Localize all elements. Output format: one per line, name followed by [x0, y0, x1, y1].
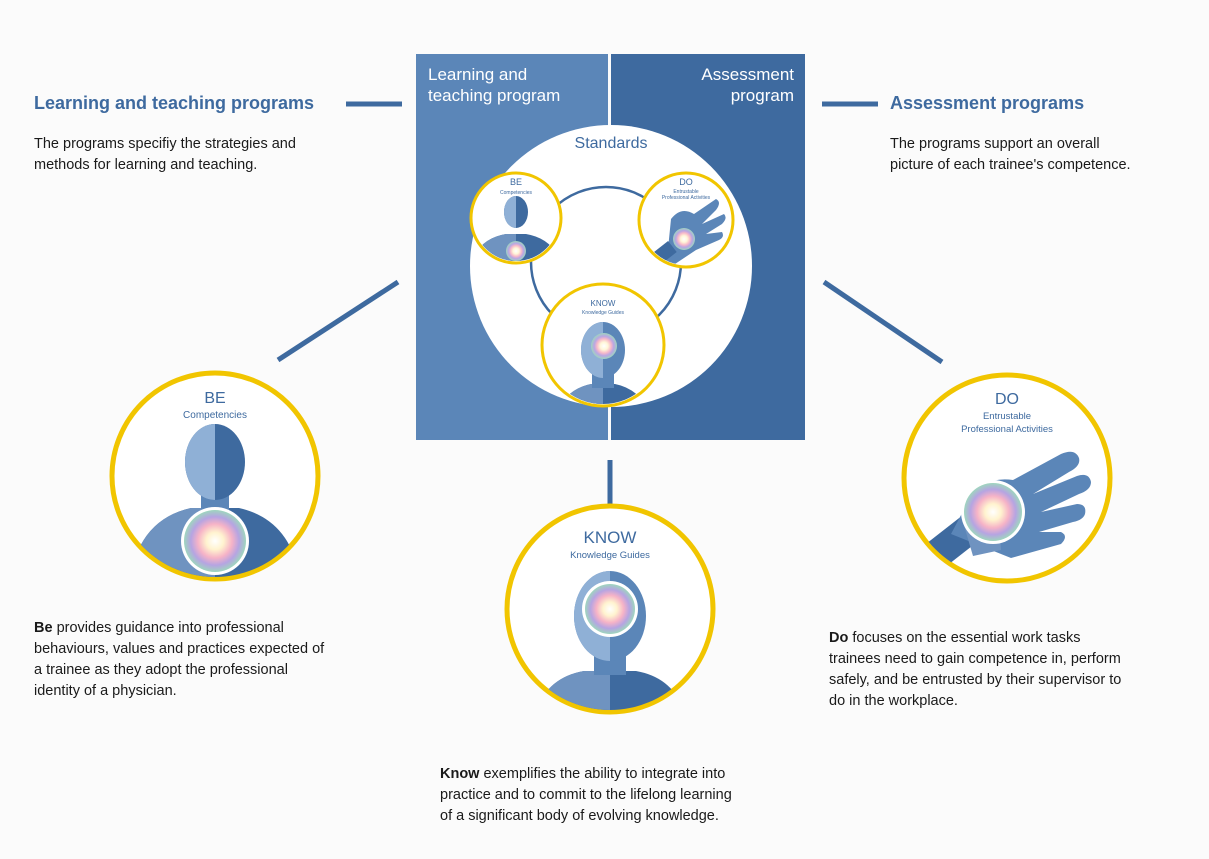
assessment-desc-line: The programs support an overall — [890, 136, 1100, 152]
be-badge: BE Competencies — [109, 370, 321, 582]
do-subtitle-line1: Entrustable — [983, 411, 1031, 422]
learning-program-title-line1: Learning and — [428, 65, 527, 84]
know-description: Know exemplifies the ability to integrat… — [440, 764, 820, 827]
program-box: Learning and teaching program Assessment… — [416, 54, 805, 440]
mini-do-subtitle-line2: Professional Activities — [662, 195, 711, 201]
learning-program-title-line2: teaching program — [428, 86, 560, 105]
do-subtitle-line2: Professional Activities — [961, 424, 1053, 435]
do-desc-line: Do focuses on the essential work tasks — [829, 628, 1204, 649]
be-title: BE — [204, 390, 225, 407]
mini-know-badge: KNOW Knowledge Guides — [540, 282, 666, 408]
mini-do-subtitle-line1: Entrustable — [673, 189, 699, 195]
be-desc-line: Be provides guidance into professional — [34, 618, 414, 639]
learning-desc-line: methods for learning and teaching. — [34, 157, 258, 173]
know-badge: KNOW Knowledge Guides — [504, 503, 716, 715]
do-desc-line: trainees need to gain competence in, per… — [829, 651, 1121, 667]
assessment-heading: Assessment programs — [890, 93, 1085, 113]
do-description: Do focuses on the essential work tasks t… — [829, 628, 1204, 712]
know-desc-line: Know exemplifies the ability to integrat… — [440, 764, 820, 785]
mini-know-subtitle: Knowledge Guides — [582, 310, 624, 316]
do-desc-line: safely, and be entrusted by their superv… — [829, 672, 1122, 688]
know-desc-line: practice and to commit to the lifelong l… — [440, 787, 732, 803]
know-desc-text: exemplifies the ability to integrate int… — [479, 766, 726, 782]
do-badge: DO Entrustable Professional Activities — [901, 372, 1113, 584]
do-title: DO — [995, 391, 1019, 408]
assessment-program-title-line2: program — [731, 86, 794, 105]
be-desc-line: identity of a physician. — [34, 683, 177, 699]
be-desc-text: provides guidance into professional — [52, 620, 284, 636]
be-desc-line: a trainee as they adopt the professional — [34, 662, 288, 678]
know-lead: Know — [440, 766, 480, 782]
do-desc-line: do in the workplace. — [829, 693, 958, 709]
know-title: KNOW — [584, 528, 637, 547]
do-desc-text: focuses on the essential work tasks — [848, 630, 1081, 646]
mini-know-title: KNOW — [591, 299, 616, 308]
assessment-desc-line: picture of each trainee's competence. — [890, 157, 1131, 173]
assessment-program-title-line1: Assessment — [701, 65, 794, 84]
learning-desc-line: The programs specifiy the strategies and — [34, 136, 296, 152]
mini-do-title: DO — [679, 177, 693, 187]
be-description: Be provides guidance into professional b… — [34, 618, 414, 702]
assessment-description: The programs support an overall picture … — [890, 134, 1200, 176]
know-desc-line: of a significant body of evolving knowle… — [440, 808, 719, 824]
connector-do — [822, 279, 944, 365]
do-lead: Do — [829, 630, 849, 646]
standards-label: Standards — [575, 135, 648, 152]
mini-be-title: BE — [510, 177, 522, 187]
be-subtitle: Competencies — [183, 410, 247, 421]
connector-be — [276, 279, 400, 363]
learning-heading: Learning and teaching programs — [34, 93, 315, 113]
be-desc-line: behaviours, values and practices expecte… — [34, 641, 325, 657]
be-lead: Be — [34, 620, 53, 636]
mini-be-subtitle: Competencies — [500, 190, 532, 196]
know-subtitle: Knowledge Guides — [570, 550, 650, 561]
learning-description: The programs specifiy the strategies and… — [34, 134, 394, 176]
